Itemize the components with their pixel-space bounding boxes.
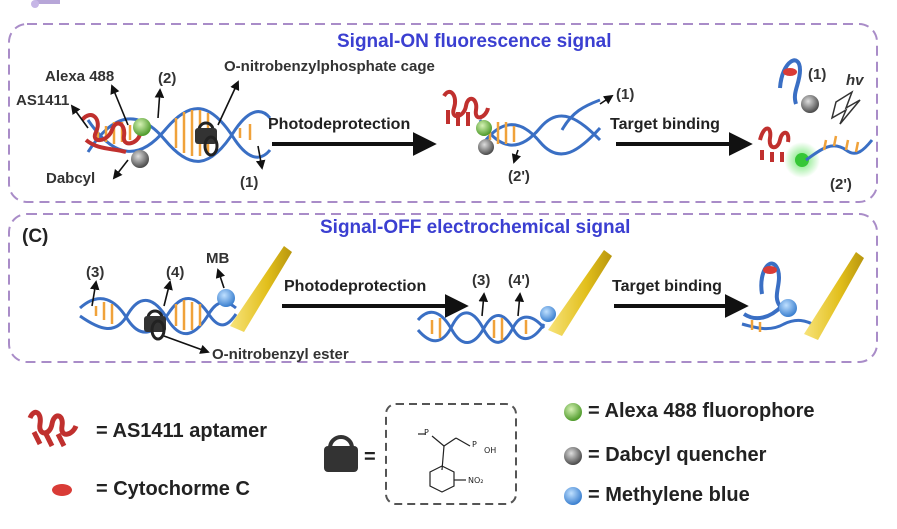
cage-ring-2 [150, 319, 166, 341]
strand-3-label-a: (3) [86, 264, 105, 281]
electrode-3 [804, 252, 864, 340]
strand-1-label-c: (1) [808, 66, 827, 83]
legend-lock-icon [324, 435, 358, 472]
panel-c-mid-pointers [478, 292, 525, 317]
panel-b-title: Signal-ON fluorescence signal [337, 31, 612, 52]
panel-b-aptamer-2 [442, 89, 490, 126]
panel-b-dna-helix-2 [478, 98, 602, 156]
strand-1-label-a: (1) [240, 174, 259, 191]
dabcyl-dot-2 [478, 139, 494, 155]
dabcyl-label: Dabcyl [46, 170, 96, 187]
methylene-blue-dot-3 [779, 299, 797, 317]
strand-2-label: (2) [158, 70, 177, 87]
cage-label: O-nitrobenzylphosphate cage [224, 58, 435, 75]
panel-b-aptamer-target [778, 58, 803, 105]
legend-chem-structure [418, 433, 471, 493]
alexa-488-dot-3 [795, 153, 809, 167]
panel-b-dna-helix-1 [86, 107, 272, 163]
chem-structure-border [385, 403, 517, 505]
chem-oh: OH [484, 446, 497, 455]
methylene-blue-dot-2 [540, 306, 556, 322]
hv-label: hv [846, 72, 864, 89]
panel-c-aptamer-target [742, 261, 784, 321]
lightning-bolt-icon [830, 90, 861, 125]
target-binding-label-c: Target binding [612, 278, 722, 295]
electrode-2 [548, 250, 612, 336]
legend-lock-equals: = [364, 446, 376, 468]
mb-label: MB [206, 250, 230, 267]
legend-mb-label: = Methylene blue [588, 484, 750, 506]
panel-b-pointers [70, 80, 266, 180]
legend-dabcyl-icon [564, 447, 582, 465]
chem-p2: P [472, 440, 477, 449]
cage-ring-1 [203, 135, 219, 157]
photodeprotection-label-c: Photodeprotection [284, 278, 427, 295]
legend-mb-icon [564, 487, 582, 505]
strand-2p-label-b: (2') [830, 176, 852, 193]
chem-p1: P [424, 428, 429, 437]
panel-c-border [8, 213, 878, 363]
legend-cytochrome-label: = Cytochorme C [96, 478, 250, 500]
strand-4p-label: (4') [508, 272, 530, 289]
legend-alexa-icon [564, 403, 582, 421]
panel-c-label: (C) [22, 226, 49, 247]
ester-label: O-nitrobenzyl ester [212, 346, 349, 363]
chem-no2: NO₂ [468, 476, 484, 485]
strand-1-label-b: (1) [616, 86, 635, 103]
legend-cytochrome-icon [52, 484, 72, 496]
dabcyl-dot-3 [801, 95, 819, 113]
cytochrome-c-2 [763, 266, 777, 274]
alexa-488-dot-1 [133, 118, 151, 136]
panel-c-dna-helix-1 [78, 297, 238, 336]
panel-c-dna-helix-2 [416, 310, 546, 344]
legend-dabcyl-label: = Dabcyl quencher [588, 444, 767, 466]
methylene-blue-dot-1 [217, 289, 235, 307]
photodeprotection-label-b: Photodeprotection [268, 116, 411, 133]
legend-aptamer-icon [27, 409, 79, 448]
dabcyl-dot-1 [131, 150, 149, 168]
previous-panel-dot [31, 0, 39, 8]
legend-aptamer-label: = AS1411 aptamer [96, 420, 268, 442]
panel-c-title: Signal-OFF electrochemical signal [320, 217, 631, 238]
strand-3-label-b: (3) [472, 272, 491, 289]
cage-lock-icon-1 [195, 121, 217, 144]
strand-2p-label-a: (2') [508, 168, 530, 185]
panel-c-dna-strand-3 [741, 318, 817, 332]
alexa-488-dot-2 [476, 120, 492, 136]
panel-c-pointers [90, 268, 225, 354]
cytochrome-c-1 [783, 68, 797, 76]
alexa-488-label: Alexa 488 [45, 68, 115, 85]
panel-b-border [8, 23, 878, 203]
panel-b-aptamer-3 [758, 126, 791, 162]
panel-b-aptamer-1 [80, 113, 142, 154]
as1411-label: AS1411 [16, 92, 70, 109]
legend-alexa-label: = Alexa 488 fluorophore [588, 400, 815, 422]
panel-b-mid-pointers [511, 94, 614, 164]
target-binding-label-b: Target binding [610, 116, 720, 133]
strand-4-label: (4) [166, 264, 185, 281]
electrode-1 [230, 246, 292, 332]
panel-b-dna-strand-3 [805, 135, 874, 162]
